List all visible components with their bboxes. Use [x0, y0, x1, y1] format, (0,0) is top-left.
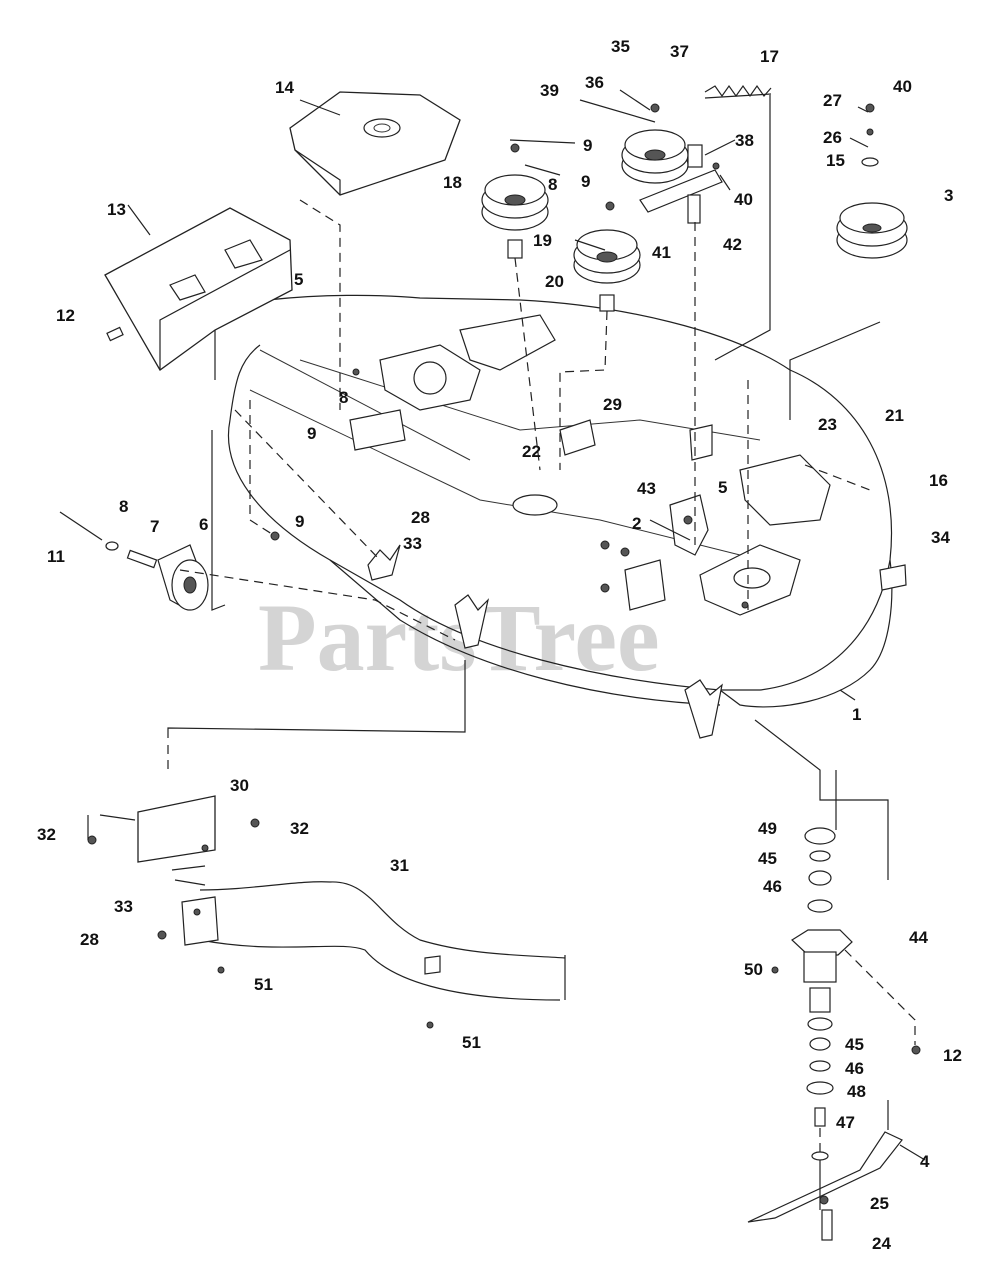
- callout-11: 11: [47, 547, 65, 566]
- callout-33-b: 33: [114, 897, 133, 916]
- assembly-lines: [87, 89, 926, 1210]
- callout-8-a: 8: [119, 497, 128, 516]
- belt-cover-left: [104, 207, 293, 380]
- callout-33-a: 33: [403, 534, 422, 553]
- callout-12-a: 12: [56, 306, 75, 325]
- callout-7: 7: [150, 517, 159, 536]
- watermark-text: PartsTree: [258, 584, 660, 691]
- callout-17: 17: [760, 47, 779, 66]
- callout-45-b: 45: [845, 1035, 864, 1054]
- pulley-18: [481, 174, 549, 259]
- callout-6: 6: [199, 515, 208, 534]
- pulley-19: [573, 229, 641, 312]
- idler-bracket: [669, 424, 713, 556]
- callout-38: 38: [735, 131, 754, 150]
- callout-46-a: 46: [763, 877, 782, 896]
- callout-45-a: 45: [758, 849, 777, 868]
- callout-3: 3: [944, 186, 953, 205]
- callout-50: 50: [744, 960, 763, 979]
- callout-5-b: 5: [718, 478, 727, 497]
- callout-28-b: 28: [80, 930, 99, 949]
- callout-14: 14: [275, 78, 294, 97]
- callout-23: 23: [818, 415, 837, 434]
- callout-8-b: 8: [339, 388, 348, 407]
- callout-9-c: 9: [295, 512, 304, 531]
- callout-35: 35: [611, 37, 630, 56]
- belt-cover-top: [289, 91, 461, 196]
- pulley-39: [621, 129, 689, 184]
- callout-19: 19: [533, 231, 552, 250]
- callout-4: 4: [920, 1152, 930, 1171]
- callout-24: 24: [872, 1234, 891, 1253]
- callout-21: 21: [885, 406, 904, 425]
- callout-42: 42: [723, 235, 742, 254]
- callout-37: 37: [670, 42, 689, 61]
- callout-1: 1: [852, 705, 861, 724]
- callout-40-b: 40: [893, 77, 912, 96]
- callout-9-d: 9: [581, 172, 590, 191]
- callout-29: 29: [603, 395, 622, 414]
- pulley-3: [836, 202, 908, 259]
- callout-36: 36: [585, 73, 604, 92]
- callout-40-a: 40: [734, 190, 753, 209]
- callout-47: 47: [836, 1113, 855, 1132]
- callout-43: 43: [637, 479, 656, 498]
- callout-27: 27: [823, 91, 842, 110]
- callout-26: 26: [823, 128, 842, 147]
- baffle-31: [157, 881, 566, 1029]
- callout-48: 48: [847, 1082, 866, 1101]
- callout-44: 44: [909, 928, 928, 947]
- callout-25: 25: [870, 1194, 889, 1213]
- idler-arm: [639, 144, 723, 224]
- callout-9-a: 9: [583, 136, 592, 155]
- callout-32-a: 32: [37, 825, 56, 844]
- spindle-assembly: [747, 827, 921, 1241]
- callout-46-b: 46: [845, 1059, 864, 1078]
- callout-5-a: 5: [294, 270, 303, 289]
- callout-30: 30: [230, 776, 249, 795]
- callout-labels: 1 2 3 4 5 5 6 7 8 8 8 9 9 9 9 11 12 12 1…: [37, 37, 962, 1253]
- gauge-wheel: [59, 511, 280, 611]
- callout-51-a: 51: [254, 975, 273, 994]
- callout-18: 18: [443, 173, 462, 192]
- spring-17: [704, 84, 772, 99]
- callout-16: 16: [929, 471, 948, 490]
- callout-22: 22: [522, 442, 541, 461]
- callout-41: 41: [652, 243, 671, 262]
- callout-20: 20: [545, 272, 564, 291]
- callout-28-a: 28: [411, 508, 430, 527]
- baffle-30: [87, 795, 260, 871]
- mower-deck: [149, 294, 907, 739]
- callout-2: 2: [632, 514, 641, 533]
- callout-12-b: 12: [943, 1046, 962, 1065]
- callout-15: 15: [826, 151, 845, 170]
- callout-13: 13: [107, 200, 126, 219]
- callout-34: 34: [931, 528, 950, 547]
- callout-9-b: 9: [307, 424, 316, 443]
- callout-49: 49: [758, 819, 777, 838]
- callout-32-b: 32: [290, 819, 309, 838]
- callout-39: 39: [540, 81, 559, 100]
- callout-51-b: 51: [462, 1033, 481, 1052]
- callout-31: 31: [390, 856, 409, 875]
- callout-8-c: 8: [548, 175, 557, 194]
